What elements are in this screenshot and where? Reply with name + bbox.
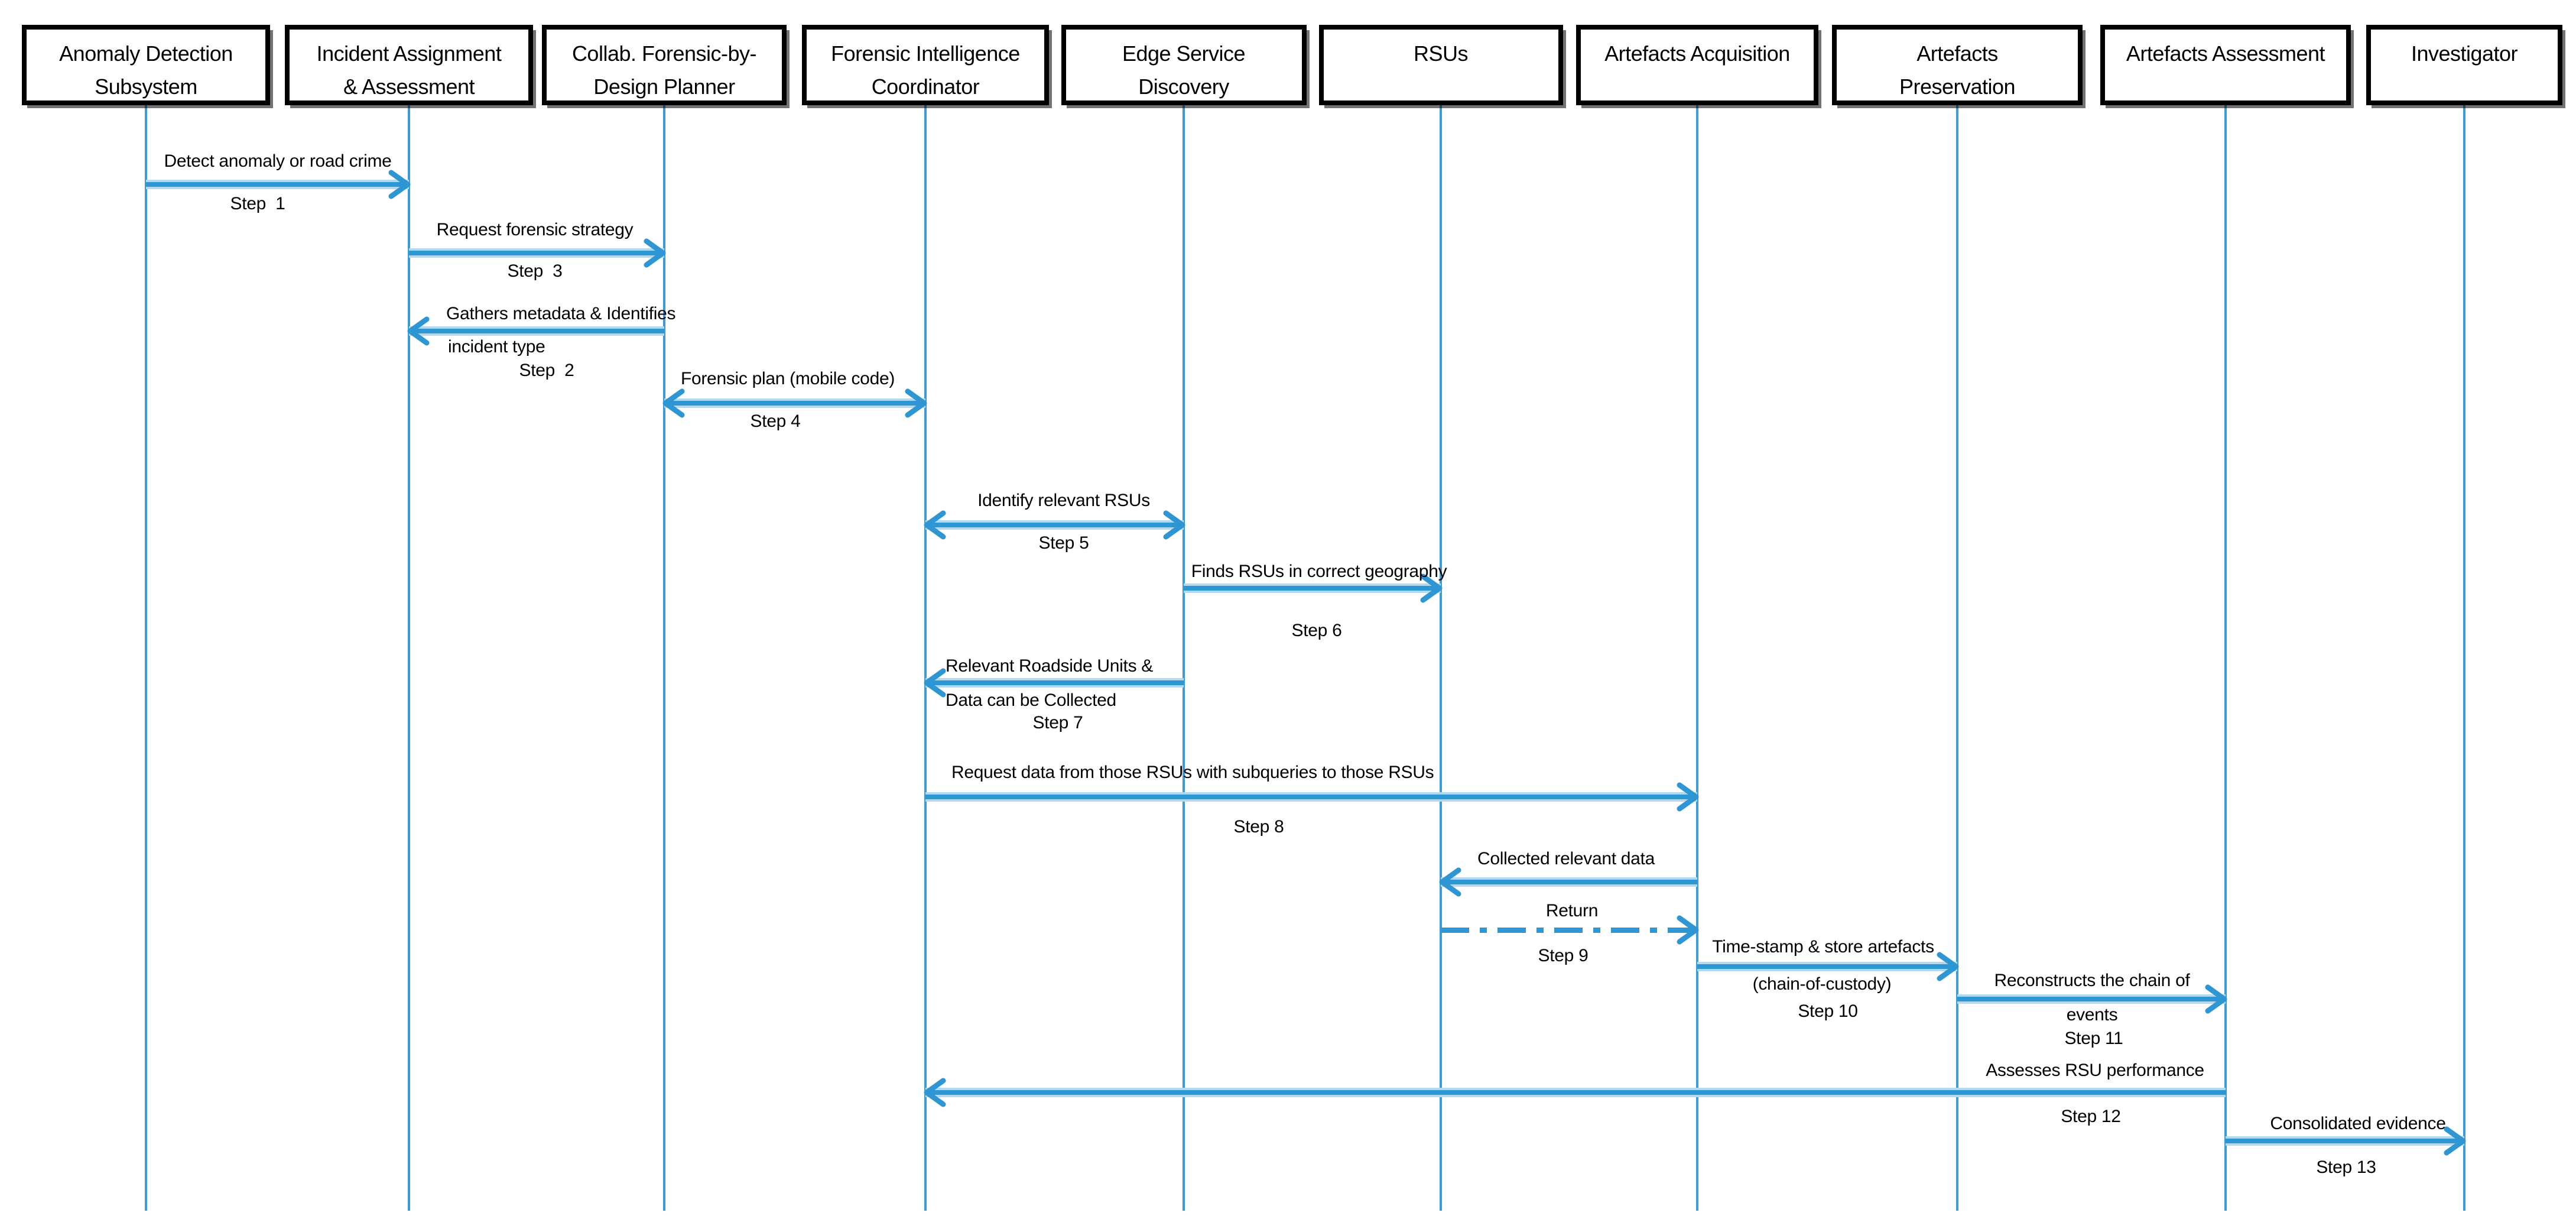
arrowhead-left-icon (924, 1078, 946, 1107)
step-label: Step 5 (1038, 533, 1089, 553)
message-label-above: Relevant Roadside Units & (946, 656, 1154, 676)
message-line-step-14 (2226, 1136, 2464, 1146)
actor-box-rsus: RSUs (1318, 25, 1563, 105)
message-label-above: Time-stamp & store artefacts (1712, 937, 1934, 957)
message-line-step-5 (925, 520, 1184, 530)
message-label-above: Assesses RSU performance (1986, 1061, 2204, 1080)
message-label-above: Collected relevant data (1477, 849, 1655, 868)
arrowhead-left-icon (924, 510, 946, 540)
lifeline-artefacts-preservation (1956, 104, 1958, 1211)
step-label: Step 1 (230, 194, 285, 213)
actor-box-forensic-intelligence-coordinator: Forensic Intelligence Coordinator (802, 25, 1049, 105)
message-line-step-9 (1441, 877, 1697, 887)
arrowhead-left-icon (1439, 867, 1461, 897)
arrowhead-left-icon (662, 388, 685, 418)
step-label: Step 9 (1538, 946, 1589, 965)
lifeline-investigator (2463, 104, 2465, 1211)
arrowhead-right-icon (905, 388, 927, 418)
step-label: Step 12 (2061, 1107, 2121, 1126)
message-label-above: Identify relevant RSUs (977, 491, 1150, 510)
message-label-above: Request data from those RSUs with subque… (951, 763, 1434, 782)
message-line-step-1 (146, 180, 409, 189)
message-line-step-7 (925, 678, 1184, 688)
actor-box-investigator: Investigator (2366, 25, 2562, 105)
message-label-below: (chain-of-custody) (1752, 974, 1892, 994)
step-label: Step 7 (1032, 713, 1083, 732)
message-line-step-3 (409, 326, 664, 336)
lifeline-artefacts-assessment (2224, 104, 2227, 1211)
arrowhead-right-icon (1937, 952, 1959, 981)
arrowhead-left-icon (407, 316, 430, 346)
message-label-above: Finds RSUs in correct geography (1191, 562, 1447, 581)
message-label-above: Consolidated evidence (2270, 1114, 2446, 1133)
step-label: Step 8 (1233, 817, 1284, 837)
message-line-step-12 (1957, 994, 2226, 1004)
message-line-step-10 (1441, 928, 1697, 933)
step-label: Step 4 (750, 411, 801, 431)
actor-box-anomaly-detection-subsystem: Anomaly Detection Subsystem (22, 25, 270, 105)
arrowhead-right-icon (1420, 573, 1443, 603)
step-label: Step 11 (2064, 1029, 2123, 1048)
step-label: Step 3 (507, 261, 563, 281)
message-label-below: incident type (448, 337, 545, 356)
message-label-above: Request forensic strategy (436, 220, 634, 239)
step-label: Step 2 (519, 361, 574, 380)
arrowhead-right-icon (1677, 915, 1699, 945)
lifeline-collab-forensic-by-design-planner (663, 104, 665, 1211)
arrowhead-right-icon (644, 238, 666, 268)
actor-box-incident-assignment-assessment: Incident Assignment & Assessment (285, 25, 533, 105)
message-line-step-13 (925, 1088, 2226, 1097)
message-label-above: Detect anomaly or road crime (164, 151, 392, 171)
message-label-above: Reconstructs the chain of (1994, 971, 2190, 990)
message-line-step-4 (664, 398, 925, 408)
step-label: Step 10 (1798, 1001, 1858, 1021)
step-label: Step 6 (1291, 621, 1342, 640)
lifeline-anomaly-detection-subsystem (145, 104, 147, 1211)
arrowhead-right-icon (1163, 510, 1185, 540)
arrowhead-right-icon (1677, 782, 1699, 812)
arrowhead-right-icon (2444, 1126, 2466, 1156)
actor-box-artefacts-preservation: Artefacts Preservation (1832, 25, 2083, 105)
actor-box-collab-forensic-by-design-planner: Collab. Forensic-by- Design Planner (542, 25, 787, 105)
arrowhead-left-icon (924, 668, 946, 698)
arrowhead-right-icon (2205, 984, 2227, 1014)
message-label-below: Data can be Collected (946, 690, 1116, 710)
message-label-above: Forensic plan (mobile code) (680, 369, 895, 388)
arrowhead-right-icon (388, 170, 411, 199)
message-label-above: Gathers metadata & Identifies (446, 304, 676, 323)
lifeline-artefacts-acquisition (1696, 104, 1698, 1211)
actor-box-artefacts-acquisition: Artefacts Acquisition (1576, 25, 1818, 105)
lifeline-incident-assignment-assessment (408, 104, 410, 1211)
message-label-below: events (2066, 1005, 2118, 1024)
lifeline-rsus (1440, 104, 1442, 1211)
actor-box-artefacts-assessment: Artefacts Assessment (2100, 25, 2351, 105)
lifeline-forensic-intelligence-coordinator (924, 104, 927, 1211)
message-line-step-11 (1697, 962, 1957, 971)
message-line-step-8 (925, 792, 1697, 802)
message-line-step-6 (1184, 583, 1441, 593)
step-label: Step 13 (2316, 1158, 2376, 1177)
message-line-step-2 (409, 248, 664, 258)
lifeline-edge-service-discovery (1183, 104, 1185, 1211)
actor-box-edge-service-discovery: Edge Service Discovery (1061, 25, 1307, 105)
message-label-above: Return (1545, 901, 1599, 920)
